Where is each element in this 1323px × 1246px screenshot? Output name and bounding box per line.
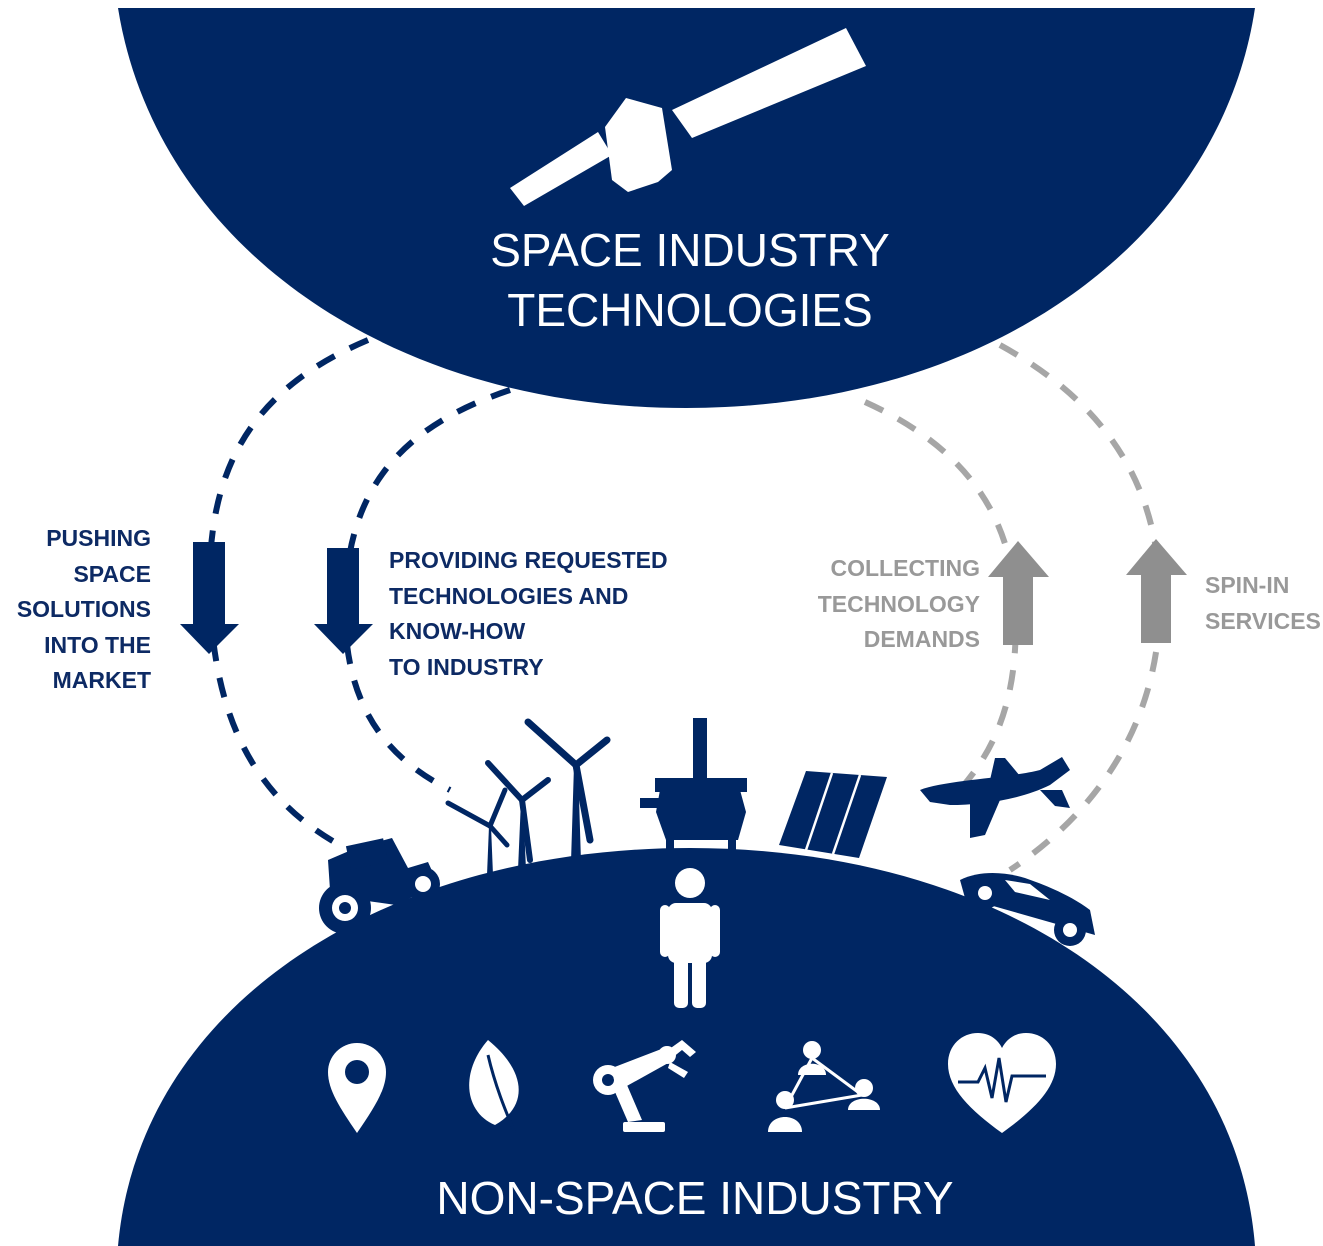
solar-panel-icon — [779, 771, 887, 858]
pushing-line-4: INTO THE — [44, 631, 151, 658]
pushing-line-5: MARKET — [52, 667, 151, 693]
providing-line-1: PROVIDING REQUESTED — [389, 547, 668, 573]
providing-line-4: TO INDUSTRY — [389, 653, 544, 680]
car-icon — [960, 873, 1095, 946]
person-icon — [660, 868, 720, 1008]
non-space-industry-title: NON-SPACE INDUSTRY — [436, 1172, 954, 1224]
space-industry-title-line-2: TECHNOLOGIES — [507, 284, 873, 336]
space-industry-title-line-1: SPACE INDUSTRY — [490, 224, 890, 276]
collecting-line-2: TECHNOLOGY — [817, 590, 980, 617]
satellite-icon — [510, 28, 866, 206]
collecting-line-1: COLLECTING — [830, 555, 981, 581]
leaf-icon — [469, 1040, 519, 1134]
providing-arrow-down — [314, 548, 373, 654]
providing-label: PROVIDING REQUESTED TECHNOLOGIES AND KNO… — [389, 543, 709, 685]
robot-arm-icon — [593, 1040, 696, 1132]
pushing-line-2: SPACE — [73, 560, 151, 587]
oil-rig-icon — [640, 718, 747, 852]
collecting-label: COLLECTING TECHNOLOGY DEMANDS — [780, 551, 980, 658]
pushing-line-1: PUSHING — [46, 525, 151, 551]
providing-line-3: KNOW-HOW — [389, 618, 526, 644]
pushing-line-3: SOLUTIONS — [16, 596, 151, 622]
collecting-line-3: DEMANDS — [863, 626, 980, 652]
spinin-line-1: SPIN-IN — [1205, 572, 1290, 598]
spinin-line-2: SERVICES — [1205, 607, 1321, 634]
space-industry-title: SPACE INDUSTRY TECHNOLOGIES — [380, 220, 1000, 340]
airplane-icon — [920, 757, 1070, 838]
providing-line-2: TECHNOLOGIES AND — [389, 582, 629, 609]
outer-left-loop — [206, 337, 370, 851]
pushing-label: PUSHING SPACE SOLUTIONS INTO THE MARKET — [10, 521, 151, 699]
wind-turbines-icon — [445, 718, 611, 875]
space-industry-region — [118, 8, 1255, 408]
pushing-arrow-down — [180, 542, 239, 654]
location-pin-icon — [328, 1043, 386, 1133]
heartbeat-icon — [948, 1033, 1056, 1133]
spinin-arrow-up — [1126, 539, 1187, 643]
collecting-arrow-up — [988, 541, 1049, 645]
network-people-icon — [768, 1041, 880, 1132]
tractor-icon — [319, 838, 440, 934]
spinin-label: SPIN-IN SERVICES — [1205, 568, 1321, 639]
